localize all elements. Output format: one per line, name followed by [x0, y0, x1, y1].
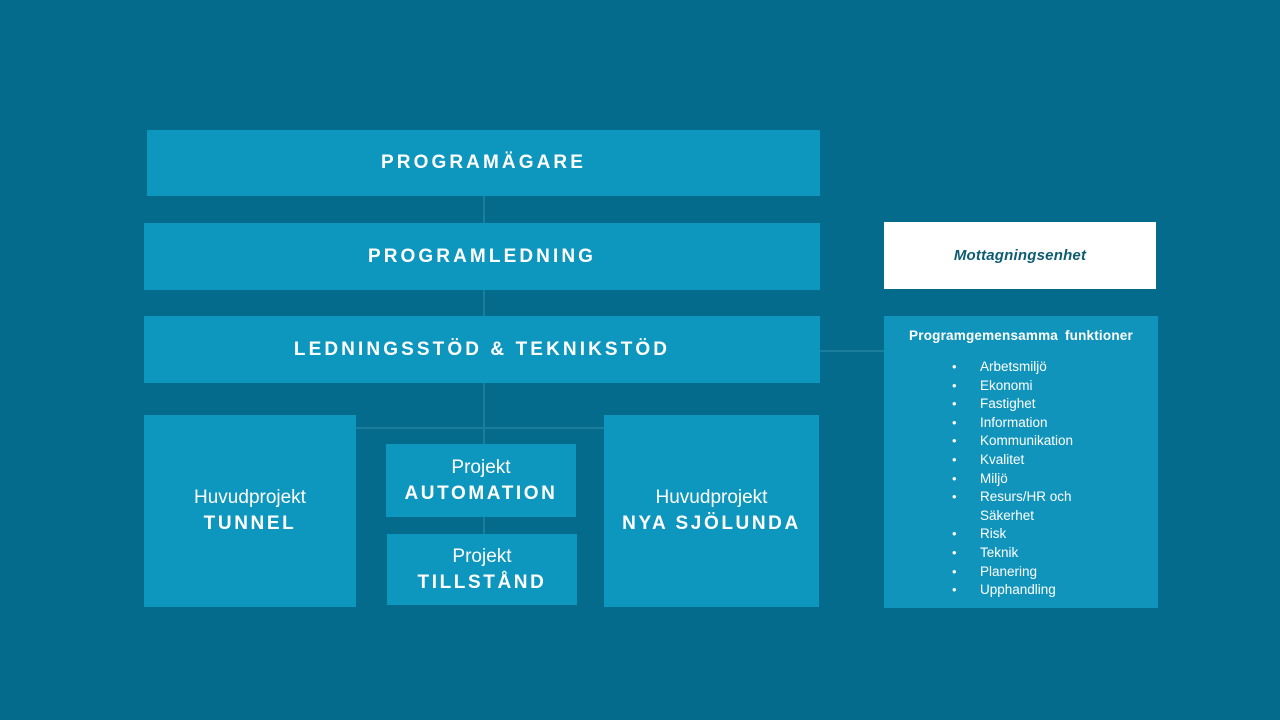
- connector-bus-automation: [483, 427, 485, 444]
- list-item: Information: [884, 414, 1158, 433]
- list-item: Planering: [884, 563, 1158, 582]
- node-projekt-tillstand[interactable]: Projekt TILLSTÅND: [387, 534, 577, 605]
- node-programledning[interactable]: PROGRAMLEDNING: [144, 223, 820, 290]
- list-item: Arbetsmiljö: [884, 358, 1158, 377]
- connector-programledning-ledningsstod: [483, 290, 485, 316]
- node-programledning-label: PROGRAMLEDNING: [367, 245, 597, 267]
- node-huvudprojekt-tunnel[interactable]: Huvudprojekt TUNNEL: [144, 415, 356, 607]
- node-programagare-label: PROGRAMÄGARE: [380, 152, 587, 173]
- list-item: Fastighet: [884, 395, 1158, 414]
- node-projekt-automation[interactable]: Projekt AUTOMATION: [386, 444, 576, 517]
- panel-funktioner-title: Programgemensamma funktioner: [909, 328, 1133, 343]
- panel-programgemensamma-funktioner[interactable]: Programgemensamma funktioner Arbetsmiljö…: [884, 316, 1158, 608]
- node-mottagningsenhet[interactable]: Mottagningsenhet: [884, 222, 1156, 289]
- node-tunnel-kind: Huvudprojekt: [194, 487, 306, 508]
- node-sjolunda-name: NYA SJÖLUNDA: [622, 513, 801, 534]
- node-tunnel-name: TUNNEL: [203, 513, 297, 534]
- node-huvudprojekt-nya-sjolunda[interactable]: Huvudprojekt NYA SJÖLUNDA: [604, 415, 819, 607]
- node-mottagningsenhet-label: Mottagningsenhet: [953, 247, 1087, 264]
- list-item: Resurs/HR och Säkerhet: [884, 488, 1158, 525]
- connector-ledningsstod-bus: [483, 383, 485, 429]
- node-programagare[interactable]: PROGRAMÄGARE: [147, 130, 820, 196]
- node-automation-name: AUTOMATION: [404, 482, 558, 504]
- connector-ledningsstod-funktioner: [820, 350, 884, 352]
- list-item: Kommunikation: [884, 432, 1158, 451]
- connector-automation-tillstand: [483, 517, 485, 534]
- list-item: Risk: [884, 525, 1158, 544]
- node-tillstand-kind: Projekt: [452, 545, 512, 567]
- node-sjolunda-kind: Huvudprojekt: [655, 487, 768, 508]
- connector-programagare-programledning: [483, 196, 485, 223]
- list-item: Upphandling: [884, 581, 1158, 600]
- connector-project-bus: [356, 427, 604, 429]
- list-item: Kvalitet: [884, 451, 1158, 470]
- funktioner-list: Arbetsmiljö Ekonomi Fastighet Informatio…: [884, 358, 1158, 600]
- node-tillstand-name: TILLSTÅND: [417, 571, 547, 593]
- list-item: Teknik: [884, 544, 1158, 563]
- node-ledningsstod-teknikstod-label: LEDNINGSSTÖD & TEKNIKSTÖD: [293, 338, 671, 360]
- node-ledningsstod-teknikstod[interactable]: LEDNINGSSTÖD & TEKNIKSTÖD: [144, 316, 820, 383]
- node-automation-kind: Projekt: [451, 456, 511, 478]
- list-item: Ekonomi: [884, 377, 1158, 396]
- list-item: Miljö: [884, 470, 1158, 489]
